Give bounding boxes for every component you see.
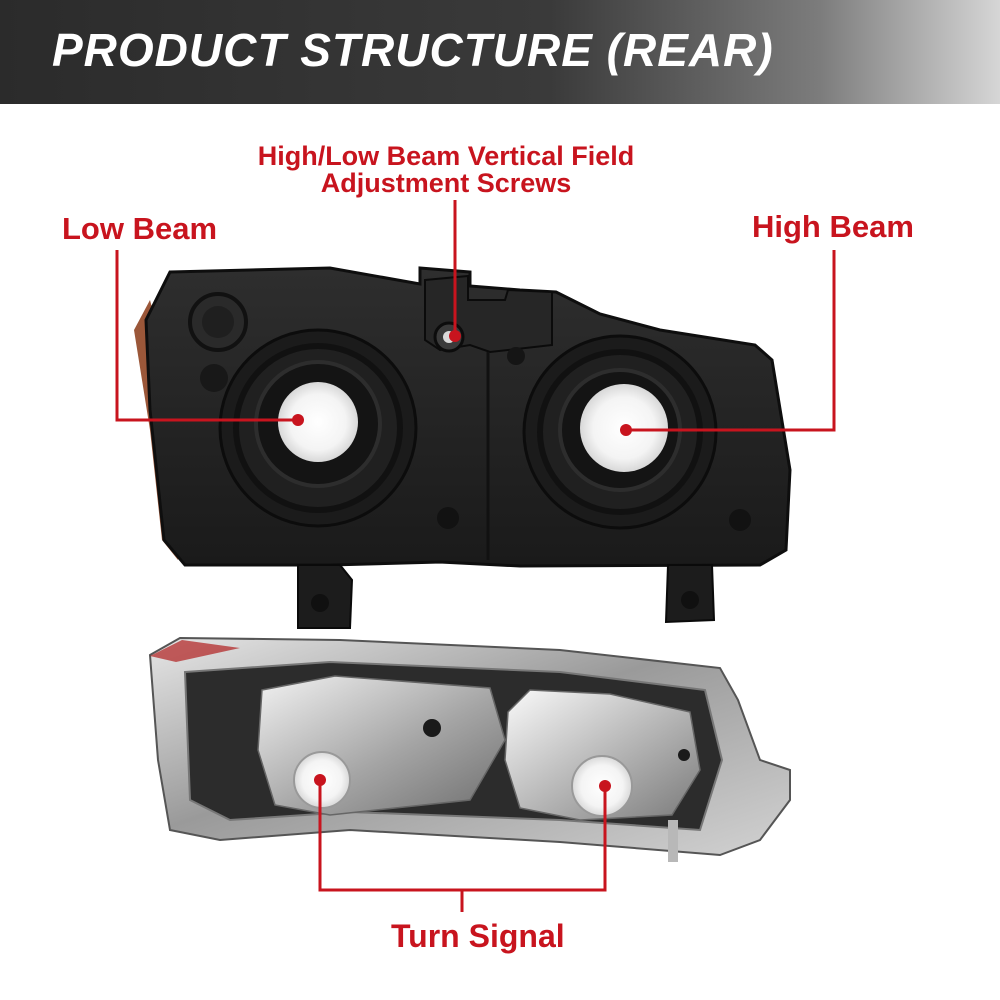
adjustment-label-line2: Adjustment Screws: [320, 168, 572, 198]
turn-signal-reflector-left: [257, 675, 506, 816]
high-beam-socket: [522, 334, 718, 530]
adjustment-screws-label: High/Low Beam Vertical Field Adjustment …: [246, 143, 646, 197]
low-beam-socket: [218, 328, 418, 528]
turn-signal-housing: [148, 636, 791, 862]
low-beam-leader: [115, 250, 298, 422]
header-banner: PRODUCT STRUCTURE (REAR): [0, 0, 1000, 104]
turn-signal-reflector-right: [504, 689, 701, 821]
page-title: PRODUCT STRUCTURE (REAR): [52, 24, 774, 76]
turn-signal-label: Turn Signal: [391, 918, 565, 954]
adjustment-label-line1: High/Low Beam Vertical Field: [257, 141, 635, 171]
low-beam-label: Low Beam: [62, 211, 218, 246]
headlight-housing: [134, 266, 792, 629]
high-beam-label: High Beam: [752, 209, 914, 244]
callout-lines: [115, 200, 836, 912]
high-beam-leader: [626, 250, 836, 432]
